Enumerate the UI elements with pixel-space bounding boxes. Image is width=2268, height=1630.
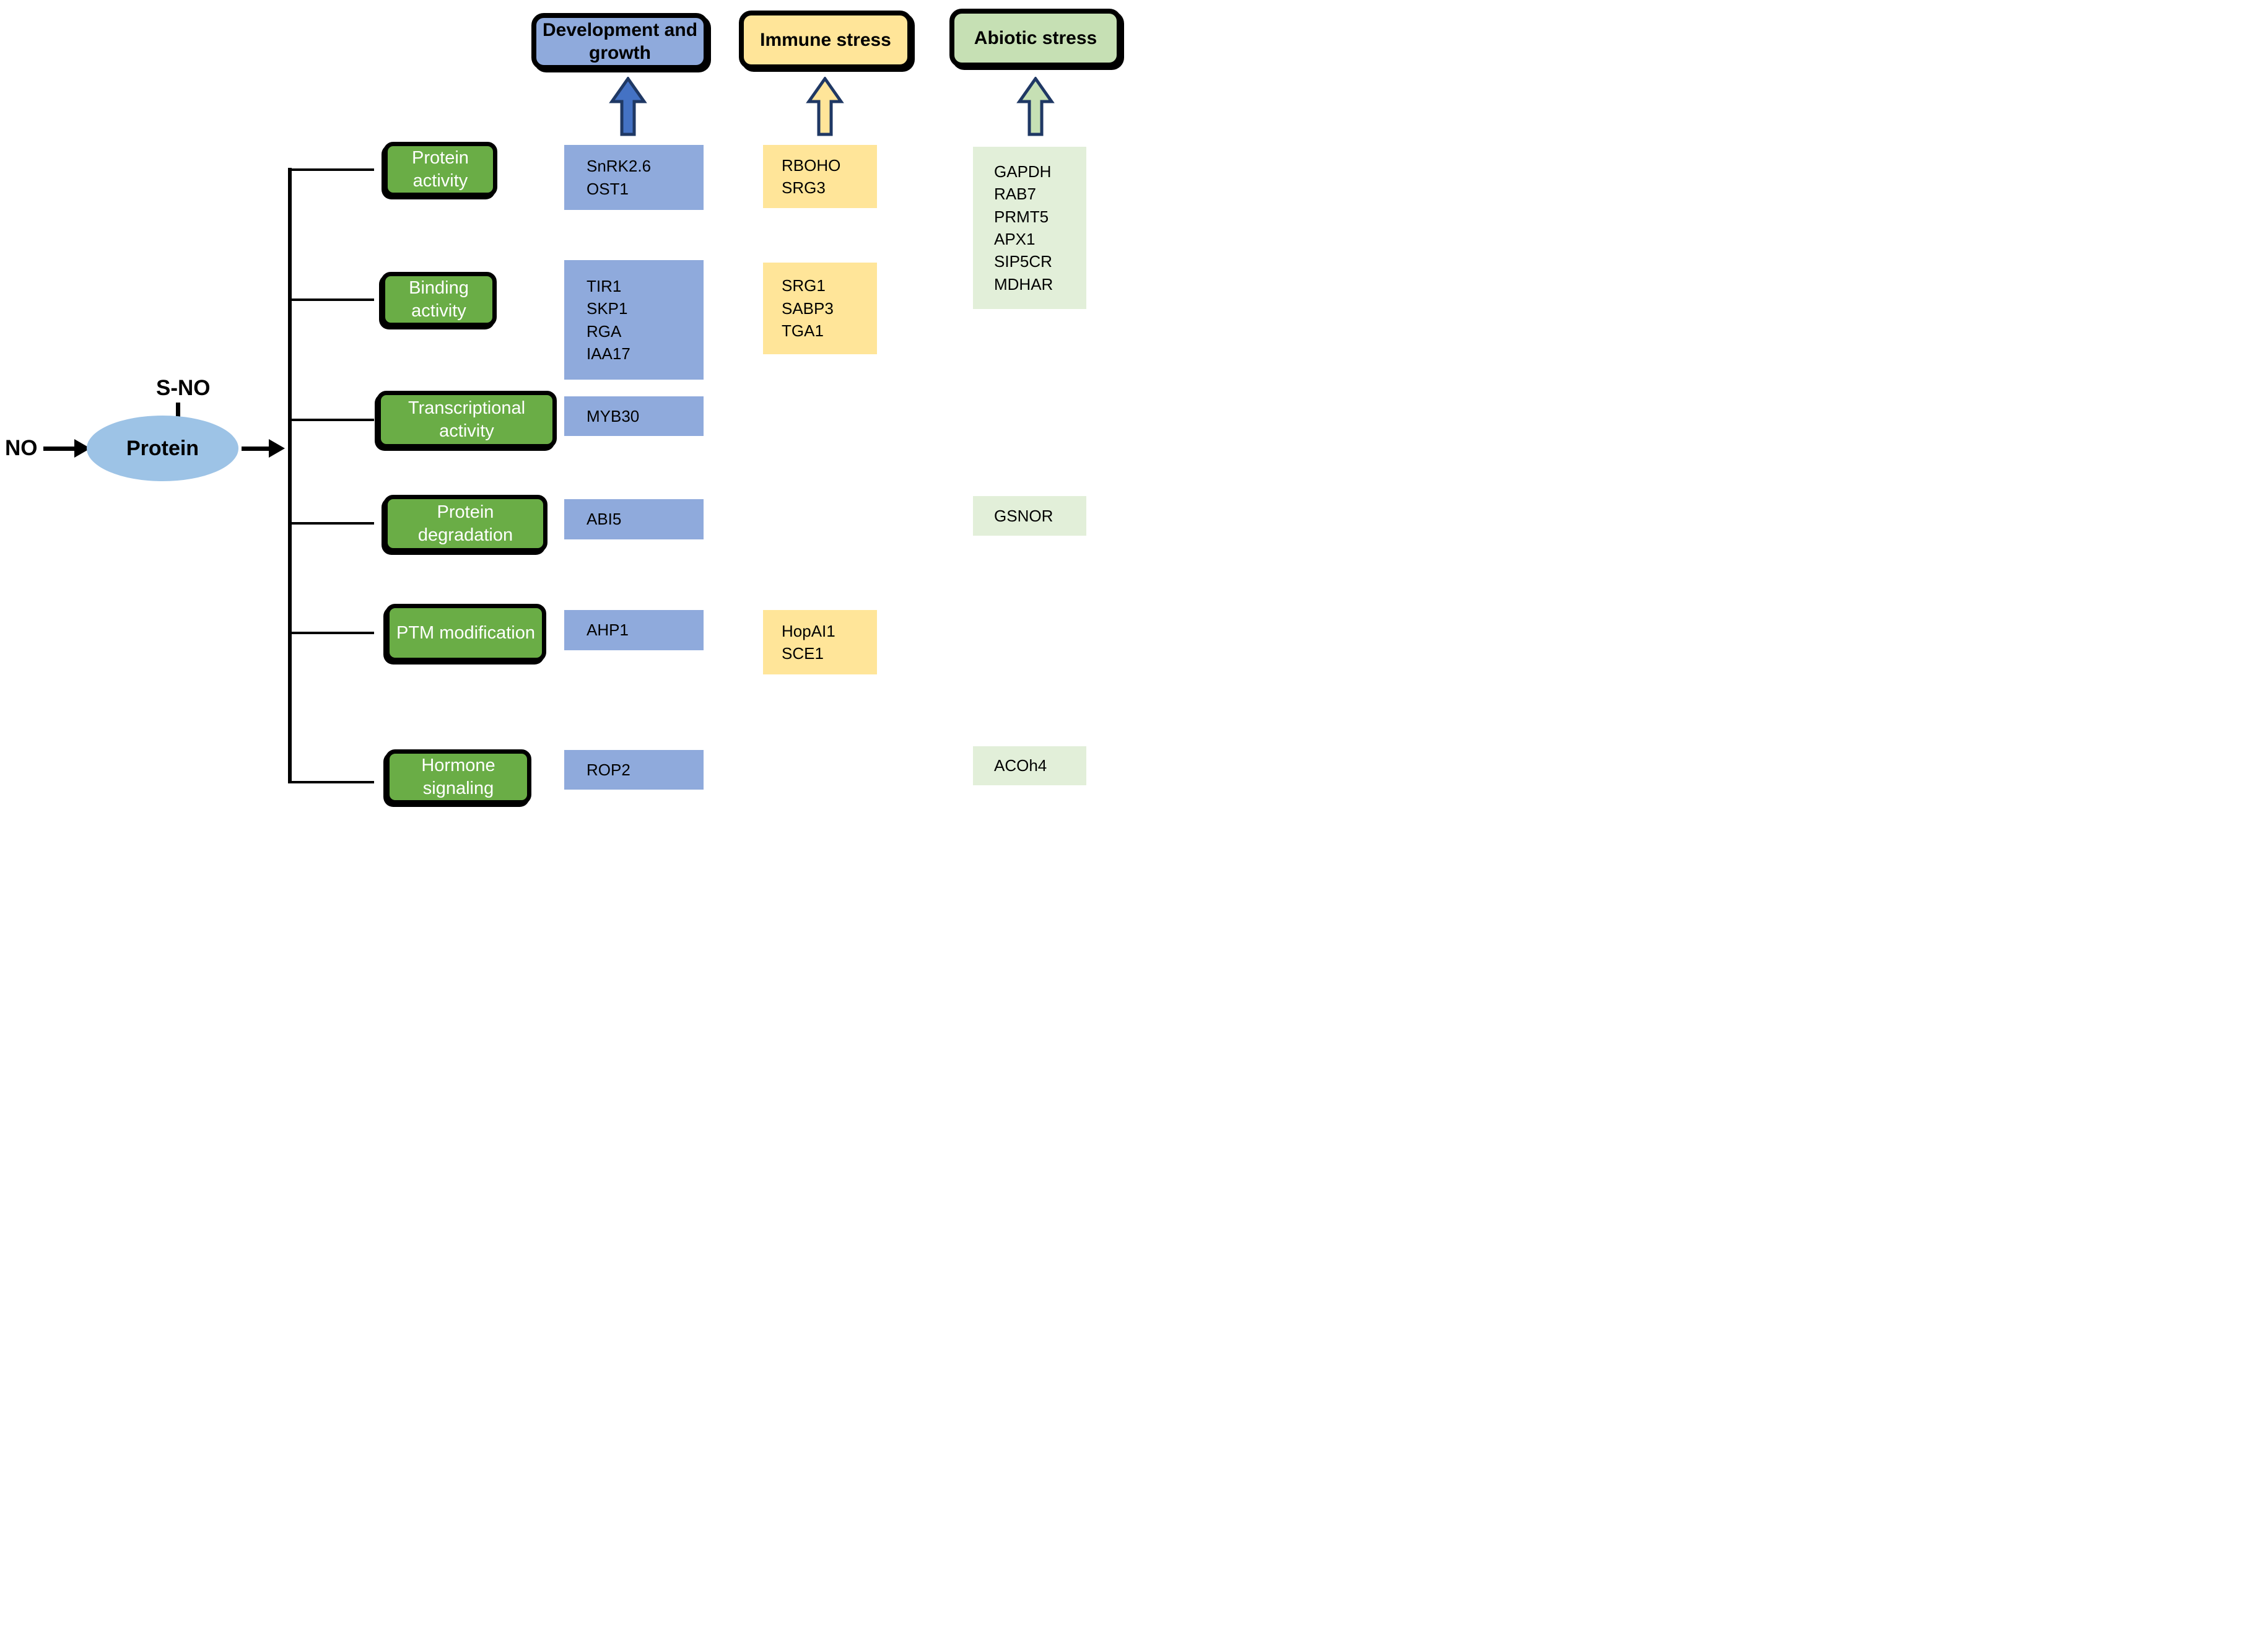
header-development-and-growth: Development and growth <box>531 13 709 70</box>
no-label: NO <box>5 436 38 460</box>
tree-branch-line <box>290 419 374 421</box>
gene-box-immune-ptm-modification: HopAI1 SCE1 <box>763 610 877 674</box>
protein-to-tree-arrow-icon <box>269 439 285 458</box>
no-to-protein-arrow-line <box>43 447 76 451</box>
category-transcriptional-activity: Transcriptional activity <box>377 391 557 448</box>
category-protein-degradation: Protein degradation <box>383 495 547 552</box>
gene-box-abiotic-hormone-signaling: ACOh4 <box>973 746 1086 785</box>
tree-branch-line <box>290 299 374 301</box>
category-protein-activity: Protein activity <box>383 142 497 197</box>
gene-box-immune-protein-activity: RBOHO SRG3 <box>763 145 877 208</box>
gene-box-abiotic-protein-activity: GAPDH RAB7 PRMT5 APX1 SIP5CR MDHAR <box>973 147 1086 309</box>
gene-box-immune-binding-activity: SRG1 SABP3 TGA1 <box>763 263 877 354</box>
tree-branch-line <box>290 522 374 525</box>
header-immune-stress: Immune stress <box>739 11 912 69</box>
tree-branch-line <box>290 168 374 171</box>
sno-label: S-NO <box>156 376 211 400</box>
tree-branch-line <box>290 632 374 634</box>
gene-box-development-binding-activity: TIR1 SKP1 RGA IAA17 <box>564 260 704 380</box>
gene-box-development-protein-activity: SnRK2.6 OST1 <box>564 145 704 210</box>
protein-ellipse: Protein <box>87 416 238 481</box>
category-ptm-modification: PTM modification <box>385 604 546 662</box>
header-abiotic-stress: Abiotic stress <box>949 9 1122 68</box>
category-hormone-signaling: Hormone signaling <box>385 749 531 804</box>
tree-branch-line <box>290 781 374 783</box>
up-arrow-icon-development <box>609 77 647 136</box>
gene-box-development-ptm-modification: AHP1 <box>564 610 704 650</box>
tree-trunk-line <box>288 168 292 783</box>
gene-box-development-protein-degradation: ABI5 <box>564 499 704 539</box>
up-arrow-icon-abiotic <box>1016 77 1055 136</box>
gene-box-development-hormone-signaling: ROP2 <box>564 750 704 790</box>
figure-canvas: Development and growth Immune stress Abi… <box>0 0 1134 815</box>
category-binding-activity: Binding activity <box>381 272 497 327</box>
gene-box-development-transcriptional-activity: MYB30 <box>564 396 704 436</box>
gene-box-abiotic-protein-degradation: GSNOR <box>973 496 1086 536</box>
protein-label: Protein <box>126 436 199 460</box>
protein-to-tree-arrow-line <box>242 447 269 451</box>
up-arrow-icon-immune <box>806 77 844 136</box>
